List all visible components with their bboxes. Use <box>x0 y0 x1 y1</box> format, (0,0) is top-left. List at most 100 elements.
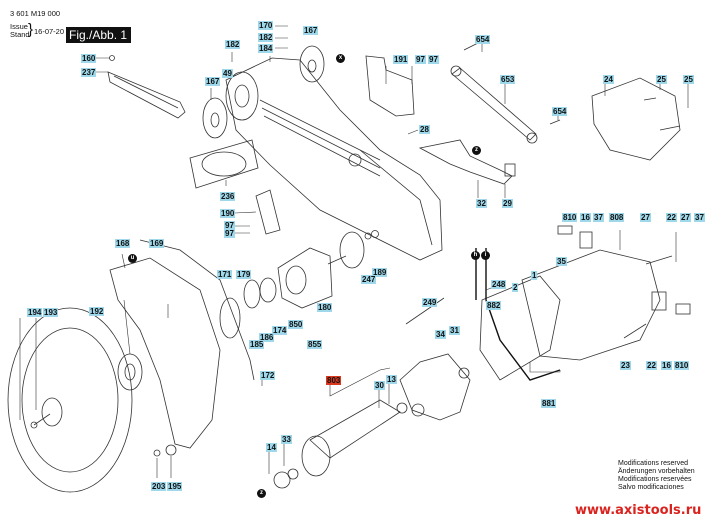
callout-803-highlighted[interactable]: 803 <box>326 376 342 385</box>
callout-190[interactable]: 190 <box>220 209 236 218</box>
callout-28[interactable]: 28 <box>419 125 430 134</box>
issue-label-de: Stand <box>10 30 30 39</box>
callout-808[interactable]: 808 <box>609 213 625 222</box>
callout-172[interactable]: 172 <box>260 371 276 380</box>
callout-186[interactable]: 186 <box>259 333 275 342</box>
callout-169[interactable]: 169 <box>149 239 165 248</box>
callout-24[interactable]: 24 <box>603 75 614 84</box>
ring-185 <box>243 279 261 309</box>
callout-855[interactable]: 855 <box>307 340 323 349</box>
brush-holder-16-top <box>579 231 593 249</box>
callout-37[interactable]: 37 <box>593 213 604 222</box>
gear-shaft <box>327 255 347 265</box>
callout-31[interactable]: 31 <box>449 326 460 335</box>
callout-25[interactable]: 25 <box>656 75 667 84</box>
callout-27[interactable]: 27 <box>640 213 651 222</box>
oring-247 <box>364 232 372 240</box>
callout-248[interactable]: 248 <box>491 280 507 289</box>
callout-810[interactable]: 810 <box>562 213 578 222</box>
issue-bracket: } <box>28 21 34 38</box>
lever-32 <box>418 139 513 185</box>
callout-37[interactable]: 37 <box>694 213 705 222</box>
callout-195[interactable]: 195 <box>167 482 183 491</box>
callout-182[interactable]: 182 <box>225 40 241 49</box>
bracket-191 <box>365 55 415 117</box>
motor-cover-24 <box>591 77 681 161</box>
callout-185[interactable]: 185 <box>249 340 265 349</box>
callout-654[interactable]: 654 <box>552 107 568 116</box>
callout-49[interactable]: 49 <box>222 69 233 78</box>
callout-810[interactable]: 810 <box>674 361 690 370</box>
callout-171[interactable]: 171 <box>217 270 233 279</box>
callout-179[interactable]: 179 <box>236 270 252 279</box>
callout-170[interactable]: 170 <box>258 21 274 30</box>
callout-236[interactable]: 236 <box>220 192 236 201</box>
callout-881[interactable]: 881 <box>541 399 557 408</box>
callout-34[interactable]: 34 <box>435 330 446 339</box>
callout-2[interactable]: 2 <box>512 283 519 292</box>
callout-1[interactable]: 1 <box>531 271 538 280</box>
callout-97[interactable]: 97 <box>428 55 439 64</box>
modifications-notice: Modifications reserved Änderungen vorbeh… <box>618 460 695 492</box>
callout-191[interactable]: 191 <box>393 55 409 64</box>
bushing-189 <box>371 230 379 238</box>
callout-182[interactable]: 182 <box>258 33 274 42</box>
callout-14[interactable]: 14 <box>266 443 277 452</box>
callout-189[interactable]: 189 <box>372 268 388 277</box>
callout-247[interactable]: 247 <box>361 275 377 284</box>
callout-193[interactable]: 193 <box>43 308 59 317</box>
callout-168[interactable]: 168 <box>115 239 131 248</box>
callout-33[interactable]: 33 <box>281 435 292 444</box>
callout-160[interactable]: 160 <box>81 54 97 63</box>
callout-25[interactable]: 25 <box>683 75 694 84</box>
callout-203[interactable]: 203 <box>151 482 167 491</box>
callout-22[interactable]: 22 <box>646 361 657 370</box>
bearing-14 <box>273 471 291 489</box>
callout-882[interactable]: 882 <box>486 301 502 310</box>
callout-249[interactable]: 249 <box>422 298 438 307</box>
saw-blade <box>7 307 133 493</box>
callout-32[interactable]: 32 <box>476 199 487 208</box>
main-arm-housing <box>225 57 443 261</box>
callout-16[interactable]: 16 <box>580 213 591 222</box>
modifications-en: Modifications reserved <box>618 460 689 467</box>
callout-29[interactable]: 29 <box>502 199 513 208</box>
lever-arm-part <box>107 71 186 119</box>
callout-237[interactable]: 237 <box>81 68 97 77</box>
screw-22-bottom <box>623 323 647 339</box>
modifications-de: Änderungen vorbehalten <box>618 468 695 475</box>
ring-171 <box>219 297 241 339</box>
website-watermark[interactable]: www.axistools.ru <box>575 503 702 518</box>
washer-195 <box>165 444 177 456</box>
callout-30[interactable]: 30 <box>374 381 385 390</box>
bolt-194 <box>30 421 38 429</box>
gas-spring-653 <box>450 65 538 144</box>
fan-baffle-34 <box>399 353 471 421</box>
callout-167[interactable]: 167 <box>303 26 319 35</box>
callout-35[interactable]: 35 <box>556 257 567 266</box>
callout-194[interactable]: 194 <box>27 308 43 317</box>
callout-653[interactable]: 653 <box>500 75 516 84</box>
callout-97[interactable]: 97 <box>415 55 426 64</box>
callout-97[interactable]: 97 <box>224 229 235 238</box>
callout-184[interactable]: 184 <box>258 44 274 53</box>
issue-date: 16-07-20 <box>34 27 65 36</box>
screw-160 <box>109 55 115 61</box>
callout-27[interactable]: 27 <box>680 213 691 222</box>
knob-29 <box>504 163 516 177</box>
callout-22[interactable]: 22 <box>666 213 677 222</box>
callout-13[interactable]: 13 <box>386 375 397 384</box>
callout-180[interactable]: 180 <box>317 303 333 312</box>
callout-97[interactable]: 97 <box>224 221 235 230</box>
callout-192[interactable]: 192 <box>89 307 105 316</box>
callout-850[interactable]: 850 <box>288 320 304 329</box>
callout-23[interactable]: 23 <box>620 361 631 370</box>
callout-174[interactable]: 174 <box>272 326 288 335</box>
marker-u: u <box>128 254 137 263</box>
bolt-654-bottom <box>549 119 561 125</box>
callout-167[interactable]: 167 <box>205 77 221 86</box>
callout-16[interactable]: 16 <box>661 361 672 370</box>
modifications-es: Salvo modificaciones <box>618 484 684 491</box>
callout-654[interactable]: 654 <box>475 35 491 44</box>
